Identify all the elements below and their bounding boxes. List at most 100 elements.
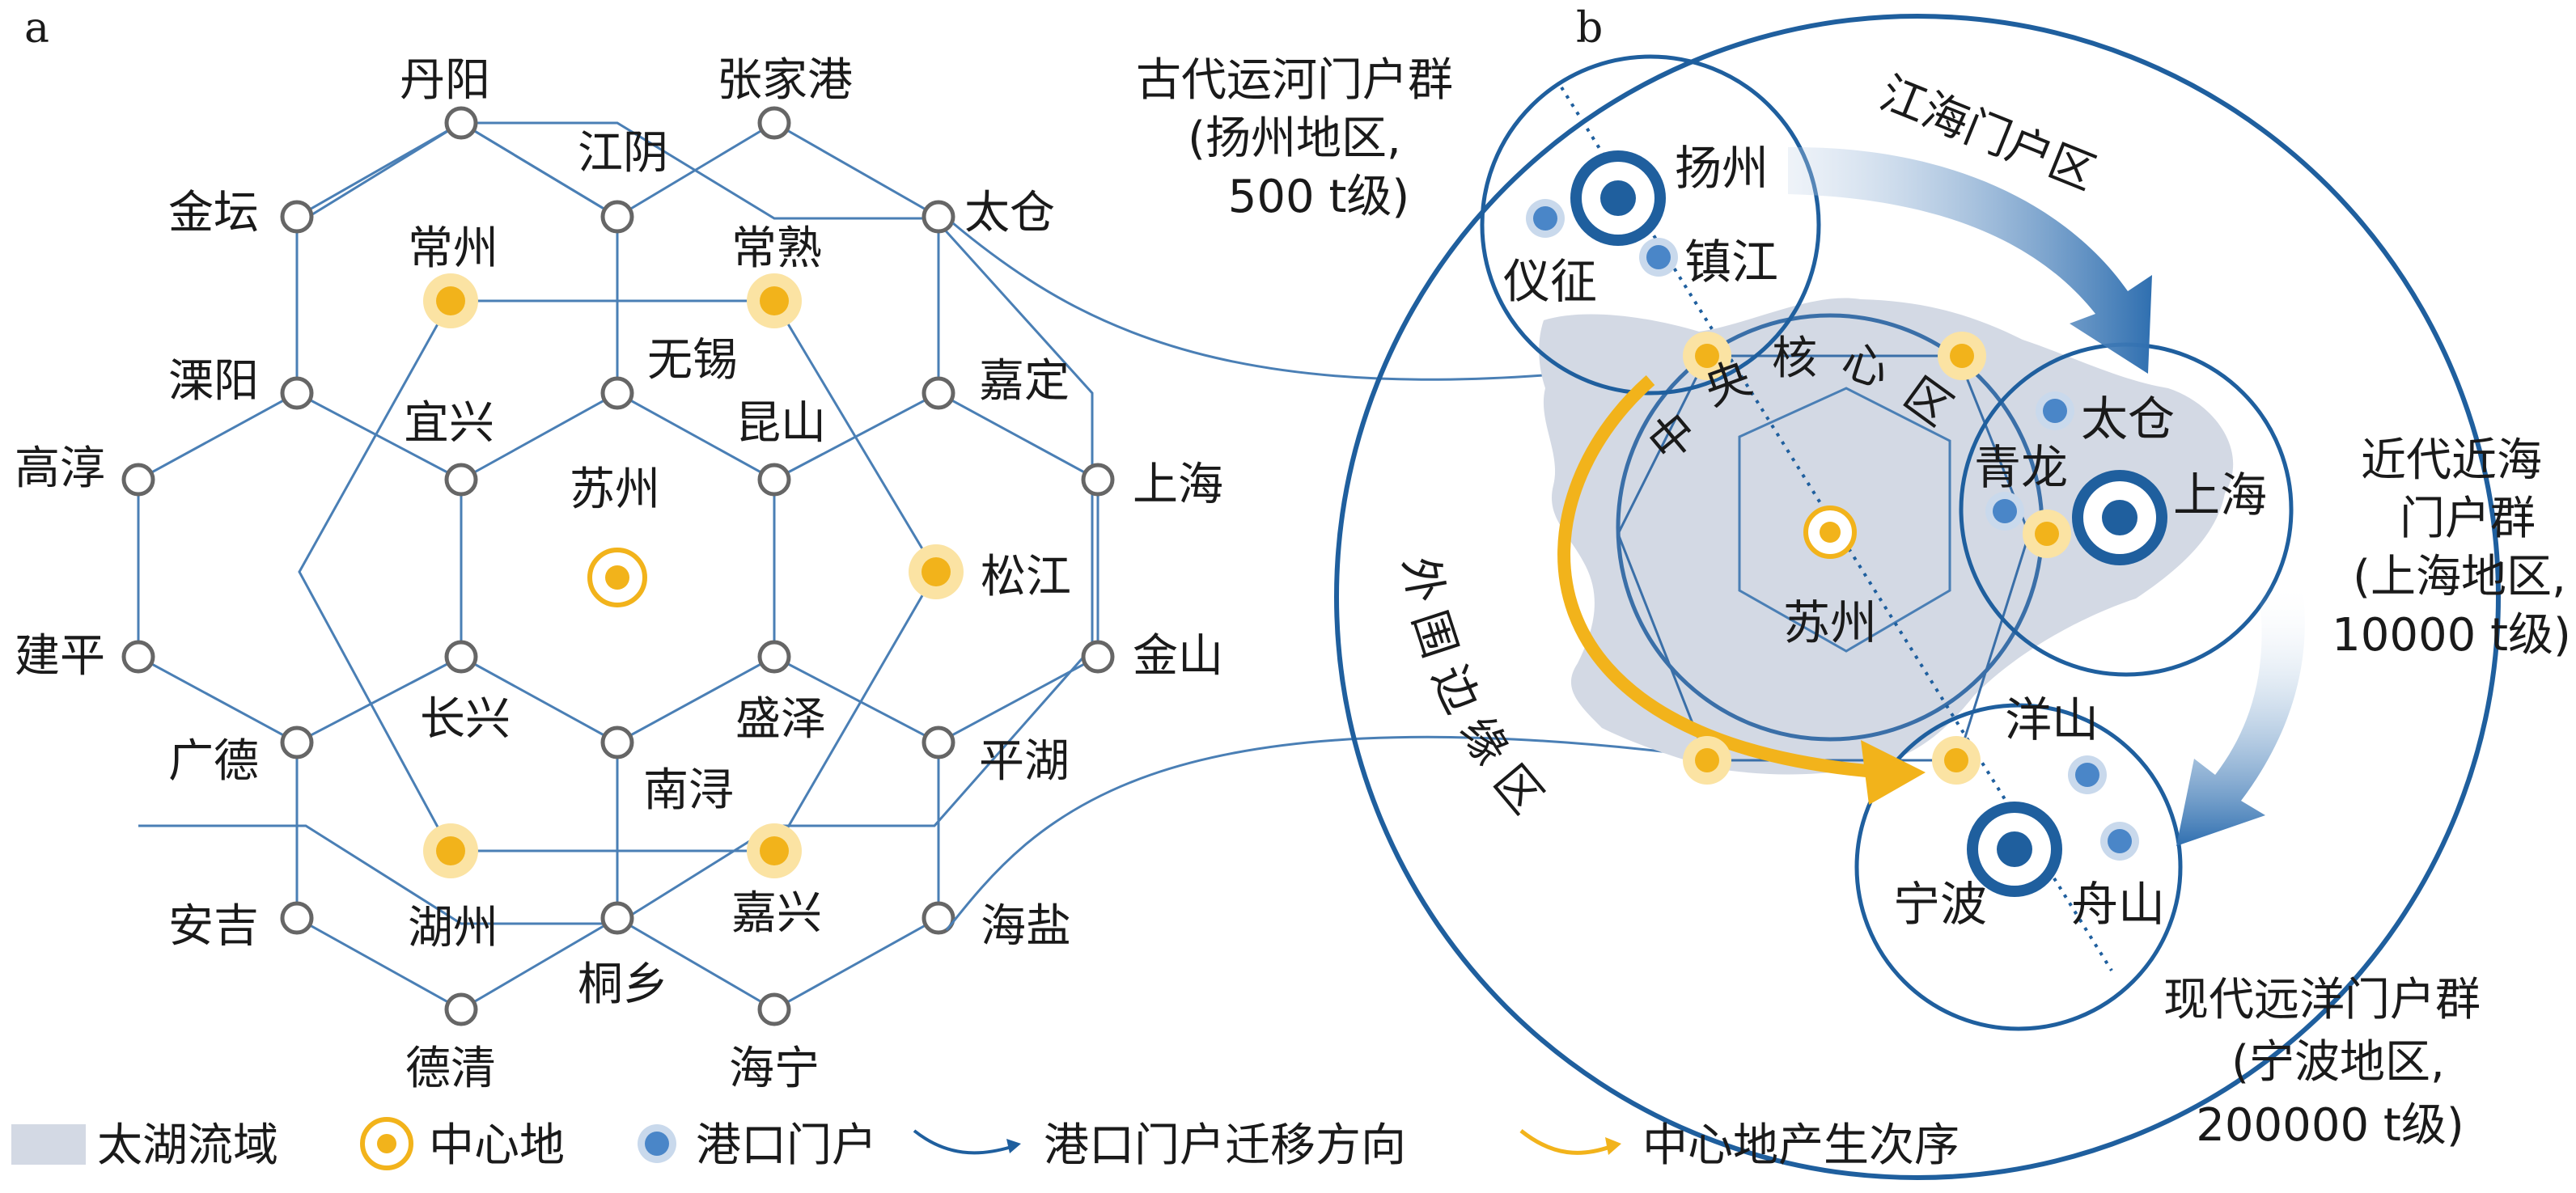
outer-periphery-circle	[1334, 14, 2501, 1180]
node-yixing	[444, 463, 478, 497]
center-node-changshu	[747, 273, 802, 328]
panel-connectors	[945, 222, 1708, 931]
svg-text:缘: 缘	[1449, 708, 1518, 774]
label-taicang: 太仓	[964, 187, 1055, 239]
node-pinghu	[922, 726, 955, 759]
legend-sequence-swatch	[1519, 1129, 1611, 1155]
node-liyang	[280, 376, 314, 410]
connector-bottom	[945, 735, 1704, 931]
legend-port-label: 港口门户	[696, 1119, 877, 1172]
node-jiading	[922, 376, 955, 410]
label-haiyan: 海盐	[981, 900, 1071, 953]
panel-a-center-nodes	[423, 273, 964, 878]
panel-b-labels: 扬州 仪征 镇江 太仓 青龙 上海 苏州 洋山 宁波 舟山	[1503, 141, 2267, 932]
label-suzhou: 苏州	[570, 463, 660, 516]
svg-text:区: 区	[1483, 755, 1553, 824]
panel-b-center-nodes	[1683, 332, 2071, 785]
label-haining: 海宁	[729, 1043, 820, 1095]
panel-a-town-nodes	[121, 106, 1115, 1026]
label-b-suzhou: 苏州	[1783, 595, 1877, 650]
node-jintan	[280, 200, 314, 234]
center-sequence-arrowhead	[1861, 740, 1926, 805]
ancient-gateway-sub2: 500 t级)	[1228, 171, 1410, 223]
node-jiangyin	[600, 200, 634, 234]
node-tongxiang	[600, 901, 634, 935]
label-changzhou: 常州	[408, 222, 498, 275]
label-jianping: 建平	[15, 630, 105, 683]
ancient-gateway-circle	[1480, 54, 1821, 396]
label-b-zhenjiang: 镇江	[1684, 235, 1778, 290]
svg-text:外: 外	[1392, 553, 1452, 607]
panel-b-letter: b	[1576, 4, 1603, 53]
ocean-gateway-sub2: 200000 t级)	[2196, 1099, 2464, 1152]
node-jinshan	[1081, 640, 1115, 674]
label-jintan: 金坛	[168, 187, 259, 239]
label-huzhou: 湖州	[408, 902, 498, 954]
connector-top	[952, 222, 1708, 381]
center-node-huzhou	[423, 823, 478, 878]
node-wuxi	[600, 376, 634, 410]
center-node-songjiang	[909, 544, 964, 599]
panel-a-labels: 丹阳 张家港 江阴 金坛 太仓 常州 常熟 溧阳 无锡 嘉定 高淳 宜兴 昆山 …	[15, 54, 1223, 1095]
label-tongxiang: 桐乡	[578, 958, 668, 1011]
node-jianping	[121, 640, 155, 674]
node-changxing	[444, 640, 478, 674]
label-shanghai: 上海	[1133, 459, 1223, 511]
ocean-gateway-title: 现代远洋门户群	[2163, 974, 2481, 1026]
label-songjiang: 松江	[981, 551, 1071, 603]
legend-taihu-label: 太湖流域	[97, 1119, 278, 1172]
legend-migration: 港口门户迁移方向	[913, 1119, 1406, 1172]
label-deqing: 德清	[405, 1043, 496, 1095]
center-node-changzhou	[423, 273, 478, 328]
near-sea-title-2: 门户群	[2400, 493, 2536, 545]
near-sea-title-3: (上海地区,	[2353, 551, 2566, 603]
node-danyang	[444, 106, 478, 140]
node-kunshan	[757, 463, 791, 497]
label-gaochun: 高淳	[15, 442, 105, 495]
legend-center: 中心地	[360, 1117, 565, 1172]
svg-text:边: 边	[1421, 658, 1489, 721]
outer-periphery-label: 外 围 边 缘 区	[1392, 553, 1553, 824]
ocean-gateway-sub1: (宁波地区,	[2231, 1036, 2445, 1089]
ocean-gateway-circle	[1854, 703, 2183, 1031]
node-shanghai	[1081, 463, 1115, 497]
port-yangzhou	[1570, 150, 1666, 246]
legend-sequence: 中心地产生次序	[1519, 1119, 1960, 1172]
label-jiading: 嘉定	[979, 355, 1070, 408]
svg-text:围: 围	[1402, 605, 1466, 664]
label-yixing: 宜兴	[404, 397, 494, 450]
panel-b-minor-ports	[1526, 199, 2139, 861]
label-anji: 安吉	[168, 900, 259, 953]
label-danyang: 丹阳	[400, 54, 490, 107]
label-wuxi: 无锡	[647, 334, 738, 387]
label-b-yizheng: 仪征	[1503, 254, 1597, 309]
legend-taihu: 太湖流域	[11, 1119, 278, 1172]
node-deqing	[444, 992, 478, 1026]
label-b-yangzhou: 扬州	[1675, 141, 1769, 196]
label-liyang: 溧阳	[168, 355, 259, 408]
label-b-zhoushan: 舟山	[2071, 877, 2165, 932]
center-node-jiaxing	[747, 823, 802, 878]
legend-migration-label: 港口门户迁移方向	[1044, 1119, 1406, 1172]
panel-b: b	[1136, 4, 2571, 1180]
label-b-taicang: 太仓	[2081, 391, 2175, 446]
legend-migration-swatch	[913, 1129, 1012, 1155]
node-anji	[280, 901, 314, 935]
node-shengze	[757, 640, 791, 674]
legend-sequence-label: 中心地产生次序	[1642, 1119, 1960, 1172]
label-guangde: 广德	[168, 735, 259, 788]
center-node-suzhou	[587, 548, 647, 607]
label-zhangjiagang: 张家港	[717, 54, 853, 107]
legend-taihu-swatch	[11, 1124, 86, 1165]
legend-port: 港口门户	[638, 1119, 877, 1172]
node-haining	[757, 992, 791, 1026]
near-sea-title-4: 10000 t级)	[2332, 609, 2571, 662]
label-pinghu: 平湖	[979, 735, 1070, 788]
label-b-shanghai: 上海	[2173, 467, 2267, 522]
ancient-gateway-sub1: (扬州地区,	[1188, 112, 1401, 165]
panel-a-letter: a	[24, 4, 49, 53]
node-taicang	[922, 200, 955, 234]
label-nanxun: 南浔	[643, 764, 734, 817]
